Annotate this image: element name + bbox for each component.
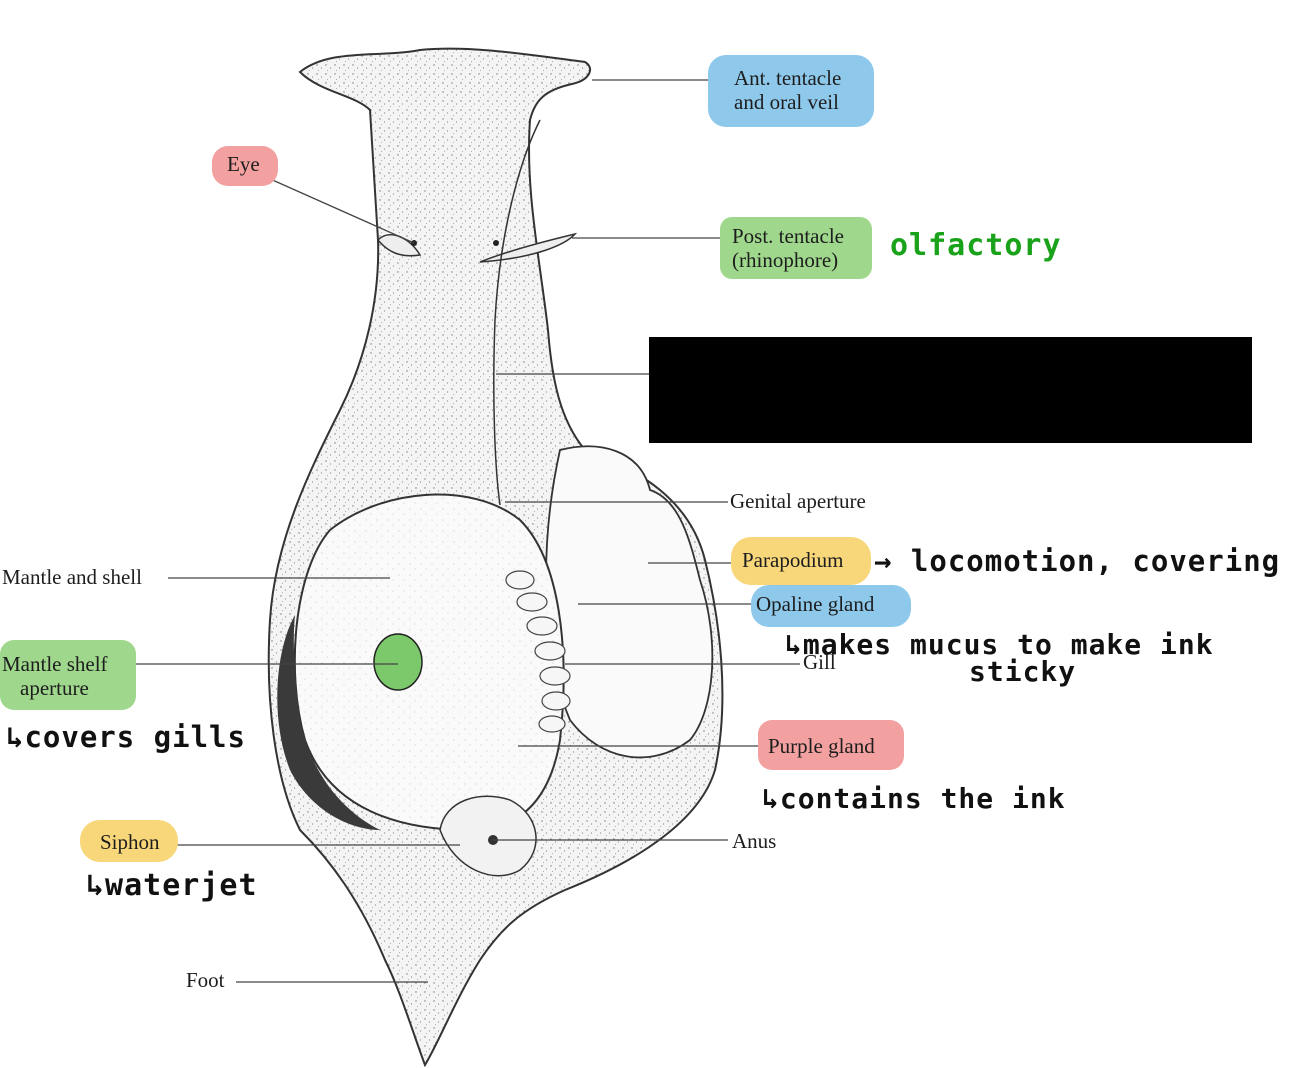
highlight-post-tentacle	[720, 217, 872, 279]
highlight-mantle-shelf	[0, 640, 136, 710]
note-purple: ↳contains the ink	[762, 782, 1066, 815]
parapodium-flap	[545, 445, 714, 759]
highlight-eye	[212, 146, 278, 186]
label-genital-aperture: Genital aperture	[730, 489, 866, 513]
note-opaline: ↳makes mucus to make ink sticky	[785, 628, 1214, 688]
leader-lines	[135, 79, 800, 983]
highlight-parapodium	[731, 537, 871, 585]
mantle-shelf-aperture-spot	[373, 633, 423, 691]
note-opaline-line2: sticky	[969, 655, 1077, 688]
label-ant-tentacle-line1: Ant. tentacle	[734, 66, 842, 90]
highlight-siphon	[80, 820, 178, 862]
label-post-tentacle: Post. tentacle (rhinophore)	[732, 224, 844, 272]
label-mantle-and-shell: Mantle and shell	[2, 565, 142, 589]
highlight-purple-gland	[758, 720, 904, 770]
siphon-region	[439, 795, 537, 877]
label-gill: Gill	[803, 650, 836, 674]
label-opaline-gland: Opaline gland	[756, 592, 875, 616]
label-ant-tentacle-line2: and oral veil	[734, 90, 839, 115]
label-mantle-shelf-line1: Mantle shelf	[2, 652, 108, 676]
label-post-tentacle-line2: (rhinophore)	[732, 248, 839, 273]
rhinophore-right	[479, 232, 578, 263]
gill-lamellae	[505, 570, 571, 733]
mantle-shell	[293, 493, 565, 832]
label-post-tentacle-line1: Post. tentacle	[732, 224, 844, 248]
label-foot: Foot	[186, 968, 225, 992]
label-purple-gland: Purple gland	[768, 734, 875, 758]
label-eye: Eye	[227, 152, 260, 176]
label-mantle-shelf-aperture: Mantle shelf aperture	[2, 652, 108, 700]
note-mantle-shelf: ↳covers gills	[6, 720, 246, 754]
label-parapodium: Parapodium	[742, 548, 844, 572]
note-parapodium: → locomotion, covering	[874, 544, 1281, 578]
mantle-cavity-shadow	[277, 615, 380, 830]
note-olfactory: olfactory	[890, 228, 1062, 263]
eye-right	[493, 240, 499, 246]
note-siphon: ↳waterjet	[86, 868, 258, 903]
label-siphon: Siphon	[100, 830, 160, 854]
highlight-opaline	[751, 585, 911, 627]
label-anus: Anus	[732, 829, 777, 853]
genital-groove	[493, 119, 541, 506]
label-ant-tentacle: Ant. tentacle and oral veil	[734, 66, 841, 114]
note-opaline-line1: ↳makes mucus to make ink	[785, 628, 1214, 661]
redaction-box	[649, 337, 1252, 443]
rhinophore-left	[376, 234, 422, 257]
label-mantle-shelf-line2: aperture	[20, 676, 89, 701]
highlight-ant-tentacle	[708, 55, 874, 127]
